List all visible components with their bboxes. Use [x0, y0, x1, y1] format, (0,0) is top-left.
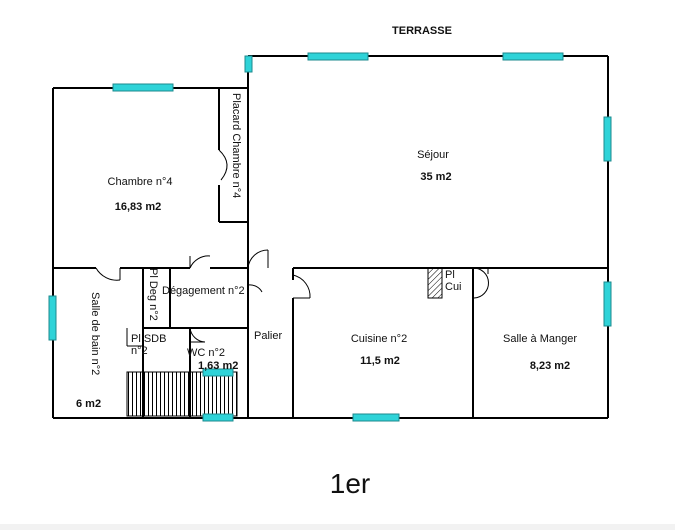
- sejour-label: Séjour: [417, 149, 449, 161]
- pl-deg-label: Pl Deg n°2: [147, 268, 159, 321]
- terrace-label: TERRASSE: [392, 25, 452, 37]
- pl-cui-hatch: [427, 267, 443, 299]
- door-arcs: [95, 249, 489, 343]
- window: [603, 281, 612, 327]
- placard-walls: [218, 88, 248, 223]
- sejour-area: 35 m2: [420, 171, 451, 183]
- windows: [48, 52, 612, 422]
- wc-label: WC n°2: [187, 347, 225, 359]
- window: [202, 413, 234, 422]
- window: [112, 83, 174, 92]
- chambre-label: Chambre n°4: [108, 176, 173, 188]
- sdb-label: Salle de bain n°2: [89, 292, 101, 375]
- sdb-area: 6 m2: [76, 398, 101, 410]
- stairs: [126, 371, 238, 417]
- window: [603, 116, 612, 162]
- chambre-area: 16,83 m2: [115, 201, 161, 213]
- window: [352, 413, 400, 422]
- window: [244, 55, 253, 73]
- cuisine-label: Cuisine n°2: [351, 333, 407, 345]
- window: [48, 295, 57, 341]
- palier-label: Palier: [254, 330, 282, 342]
- salle-manger-label: Salle à Manger: [503, 333, 577, 345]
- wc-area: 1,63 m2: [198, 360, 238, 372]
- window: [307, 52, 369, 61]
- placard-label: Placard Chambre n°4: [230, 93, 242, 198]
- window: [502, 52, 564, 61]
- window: [202, 368, 234, 377]
- degagement-label: Dégagement n°2: [162, 285, 245, 297]
- salle-manger-area: 8,23 m2: [530, 360, 570, 372]
- floor-label: 1er: [330, 468, 370, 499]
- bottom-band: [0, 524, 675, 530]
- cuisine-area: 11,5 m2: [360, 355, 400, 367]
